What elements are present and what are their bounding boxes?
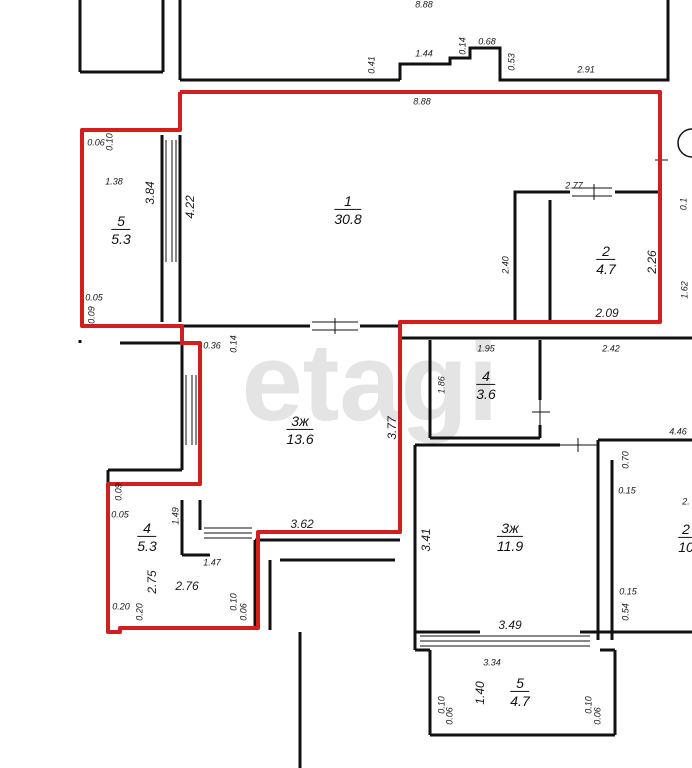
dim-label: 0.15 xyxy=(619,586,637,597)
watermark: etagi xyxy=(242,321,499,444)
dim-label: 1.40 xyxy=(473,681,487,705)
dim-label: 1.62 xyxy=(679,281,690,299)
dim-label: 0.54 xyxy=(620,603,631,621)
dim-label: 2.09 xyxy=(595,306,619,320)
dim-label: 0.10 xyxy=(104,133,115,151)
dim-label: 2.76 xyxy=(175,579,199,593)
dim-label: 0.14 xyxy=(457,37,468,55)
dim-label: 3.41 xyxy=(419,528,433,552)
dim-label: 0.53 xyxy=(506,53,517,71)
dim-label: 8.88 xyxy=(413,96,431,107)
dim-label: 4.46 xyxy=(669,426,687,437)
dim-label: 0.09 xyxy=(113,483,124,501)
windows xyxy=(165,140,668,647)
dim-label: 1.49 xyxy=(170,507,181,525)
dim-label: 2. xyxy=(682,496,690,507)
dim-label: 1.86 xyxy=(436,376,447,394)
dim-label: 8.88 xyxy=(415,0,433,10)
dim-label: 2.91 xyxy=(577,64,595,75)
dim-label: 0.05 xyxy=(111,509,129,520)
dim-label: 0.41 xyxy=(366,56,377,74)
dim-label: 1.44 xyxy=(415,48,433,59)
dim-label: 3.62 xyxy=(290,517,314,531)
dim-label: 0.06 xyxy=(592,707,603,725)
dim-label: 0.15 xyxy=(618,485,636,496)
dim-label: 0.20 xyxy=(112,601,130,612)
column-icon xyxy=(677,128,692,158)
dim-label: 0.06 xyxy=(238,603,249,621)
dim-label: 2.75 xyxy=(145,570,159,594)
dim-label: 3.34 xyxy=(483,657,501,668)
dim-label: 4.22 xyxy=(183,195,197,219)
dim-label: 2.40 xyxy=(500,256,511,274)
dim-label: 0.06 xyxy=(87,137,105,148)
dim-label: 0.68 xyxy=(478,36,496,47)
dim-label: 0.06 xyxy=(444,707,455,725)
dim-label: 2.77 xyxy=(565,180,583,191)
dim-label: 3.84 xyxy=(143,181,157,205)
dim-label: 0.20 xyxy=(134,603,145,621)
dim-label: 0.05 xyxy=(85,292,103,303)
room-2-right-label: 210 xyxy=(678,521,692,555)
apartment-outline xyxy=(80,90,662,634)
dim-label: 3.77 xyxy=(385,416,399,440)
dim-label: 2.26 xyxy=(645,250,659,274)
dim-label: 1.95 xyxy=(477,343,495,354)
dim-label: 2.42 xyxy=(602,343,620,354)
dim-label: 0.70 xyxy=(620,451,631,469)
dim-label: 3.49 xyxy=(498,618,522,632)
dim-label: 0.36 xyxy=(203,340,221,351)
dim-label: 1.38 xyxy=(105,176,123,187)
dim-label: 0.1 xyxy=(678,197,689,211)
dim-label: 0.14 xyxy=(228,335,239,353)
dim-label: 1.47 xyxy=(203,557,221,568)
dim-label: 0.09 xyxy=(86,306,97,324)
dim-label: 0.10 xyxy=(228,593,239,611)
